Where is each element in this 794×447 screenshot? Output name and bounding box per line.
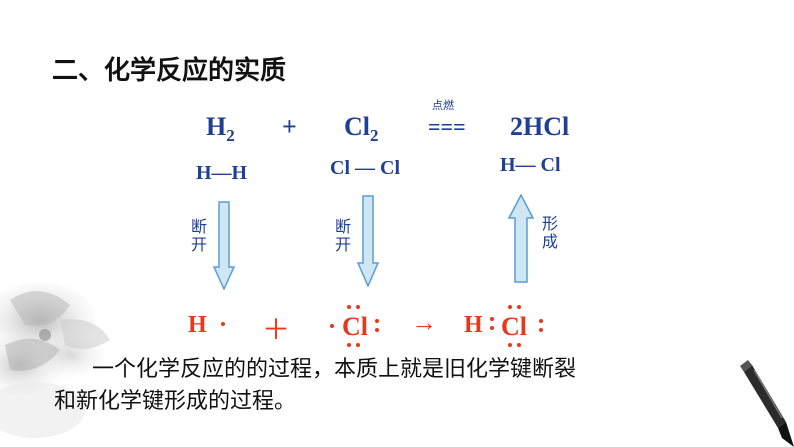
reactant-h2-subscript: 2 bbox=[226, 126, 235, 145]
bond-form-label-right: 形成 bbox=[541, 214, 558, 251]
electron-dot bbox=[539, 319, 543, 323]
conclusion-line-2: 和新化学键形成的过程。 bbox=[54, 389, 297, 414]
electron-dot bbox=[356, 343, 360, 347]
bond-break-arrow-left bbox=[213, 201, 235, 290]
reactant-cl2: Cl2 bbox=[344, 112, 379, 146]
product-hcl: 2HCl bbox=[510, 112, 570, 141]
slide-title: 二、化学反应的实质 bbox=[52, 56, 287, 86]
electron-plus: ＋ bbox=[262, 315, 291, 346]
electron-dot bbox=[490, 326, 494, 330]
electron-dot bbox=[517, 343, 521, 347]
electron-cl-atom: Cl bbox=[342, 312, 368, 341]
ink-flower-decoration bbox=[0, 282, 110, 438]
electron-dot bbox=[347, 343, 351, 347]
equation-plus: + bbox=[282, 112, 297, 141]
structure-cl2: Cl — Cl bbox=[330, 157, 400, 179]
electron-dot bbox=[375, 328, 379, 332]
equation-equals: === bbox=[428, 114, 466, 139]
conclusion-line-1: 一个化学反应的的过程，本质上就是旧化学键断裂 bbox=[92, 357, 577, 382]
reaction-condition: 点燃 bbox=[432, 99, 454, 112]
reaction-arrow: → bbox=[411, 308, 437, 337]
electron-dot bbox=[330, 324, 334, 328]
electron-dot bbox=[517, 305, 521, 309]
electron-dot bbox=[221, 322, 225, 326]
bond-form-arrow-right bbox=[508, 194, 534, 283]
electron-dot bbox=[490, 317, 494, 321]
electron-h-atom: H bbox=[188, 312, 207, 338]
electron-product-h: H bbox=[464, 312, 483, 338]
bond-break-arrow-middle bbox=[357, 195, 379, 287]
electron-dot bbox=[375, 319, 379, 323]
bond-break-label-middle: 断开 bbox=[334, 217, 351, 254]
brush-pen-decoration bbox=[740, 360, 794, 447]
electron-dot bbox=[539, 328, 543, 332]
structure-h2: H—H bbox=[196, 162, 248, 184]
electron-product-cl: Cl bbox=[501, 312, 527, 341]
reactant-h2-symbol: H bbox=[206, 112, 227, 141]
reactant-cl2-symbol: Cl bbox=[344, 112, 370, 141]
electron-dot bbox=[356, 305, 360, 309]
electron-dot bbox=[508, 305, 512, 309]
structure-hcl: H— Cl bbox=[500, 154, 561, 176]
reactant-cl2-subscript: 2 bbox=[370, 126, 379, 145]
electron-dot bbox=[508, 343, 512, 347]
bond-break-label-left: 断开 bbox=[190, 217, 207, 254]
electron-dot bbox=[347, 305, 351, 309]
reactant-h2: H2 bbox=[206, 112, 235, 146]
